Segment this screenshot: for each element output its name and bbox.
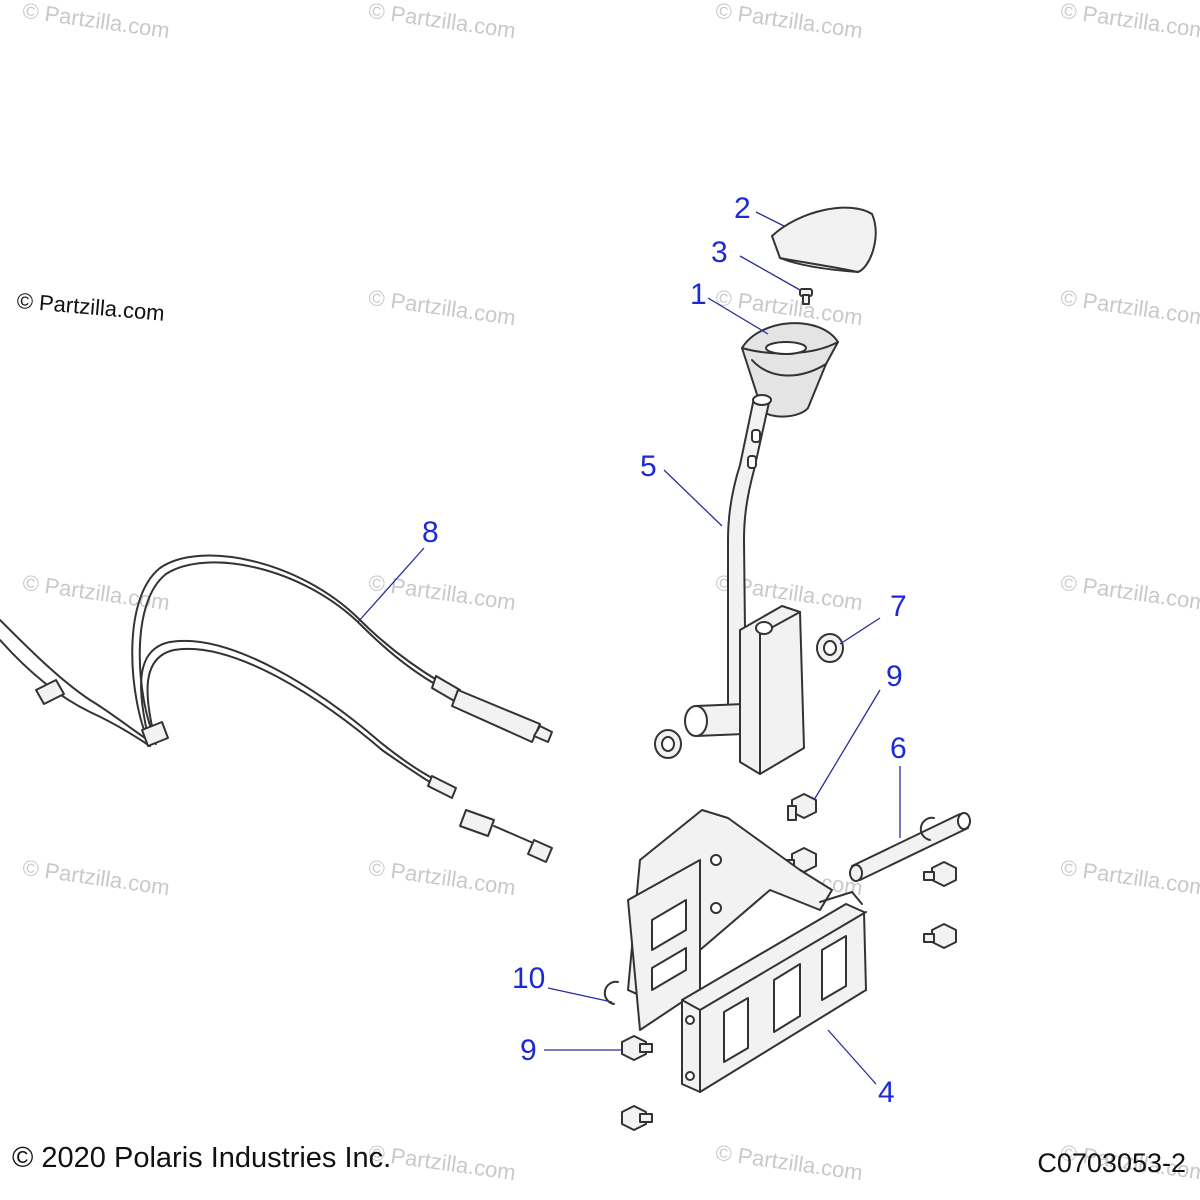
callout-9-upper: 9 (886, 660, 903, 693)
callout-1: 1 (690, 278, 707, 311)
drawing-number: C0703053-2 (1037, 1148, 1186, 1178)
knob-cap (771, 206, 877, 273)
cable-end-upper (431, 675, 553, 743)
callout-8: 8 (422, 516, 439, 549)
callout-10: 10 (512, 962, 546, 995)
screw (799, 288, 813, 305)
callout-5: 5 (640, 450, 657, 483)
shift-cables (0, 554, 443, 787)
cable-clamp (35, 679, 169, 747)
callout-6: 6 (890, 732, 907, 765)
callout-9-lower: 9 (520, 1034, 537, 1067)
bolt (621, 1105, 653, 1131)
pivot-pin (849, 812, 971, 882)
bolt (621, 1035, 653, 1061)
bolt (923, 861, 957, 887)
bolt (923, 923, 957, 949)
shift-lever (684, 394, 805, 775)
callout-3: 3 (711, 236, 728, 269)
shift-knob (741, 322, 839, 418)
cable-end-lower (427, 775, 553, 863)
leader-lines (357, 211, 901, 1085)
bushing (654, 633, 844, 759)
mounting-bracket (627, 809, 867, 1093)
callout-7: 7 (890, 590, 907, 623)
bolt (787, 793, 817, 821)
e-clip (603, 816, 935, 1005)
copyright-notice: © 2020 Polaris Industries Inc. (12, 1142, 392, 1174)
callout-2: 2 (734, 192, 751, 225)
callout-4: 4 (878, 1076, 895, 1109)
